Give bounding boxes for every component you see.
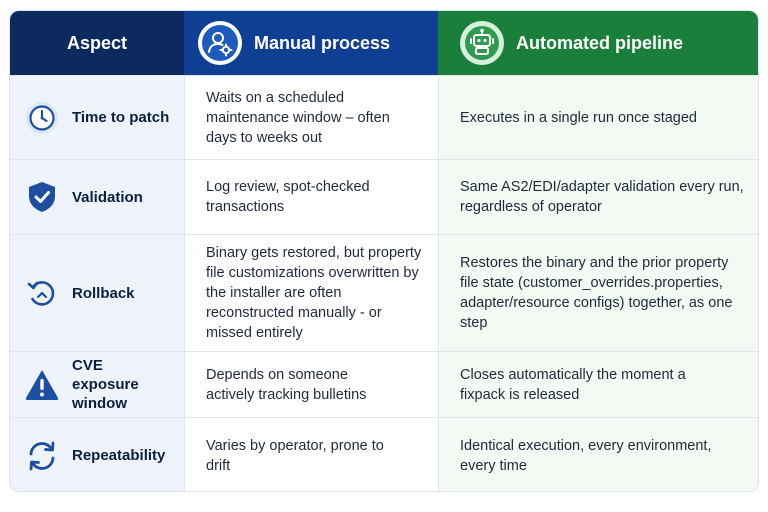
table-row: Time to patch Waits on a scheduled maint… (10, 75, 758, 159)
automated-cell: Closes automatically the moment a fixpac… (438, 352, 758, 417)
manual-text: Varies by operator, prone to drift (206, 437, 384, 474)
divider (184, 75, 185, 491)
aspect-label: CVE exposure window (72, 357, 139, 412)
aspect-label: Validation (72, 188, 143, 206)
manual-cell: Waits on a scheduled maintenance window … (184, 76, 438, 159)
manual-text: Binary gets restored, but property file … (206, 245, 422, 341)
table-row: Validation Log review, spot-checked tran… (10, 159, 758, 234)
aspect-cell: CVE exposure window (10, 352, 184, 417)
shield-check-icon (24, 179, 60, 215)
manual-column-bg (184, 75, 438, 491)
automated-text: Executes in a single run once staged (460, 109, 697, 126)
aspect-label: Repeatability (72, 447, 166, 464)
aspect-label: Rollback (72, 284, 135, 302)
automated-cell: Restores the binary and the prior proper… (438, 235, 758, 351)
manual-text: Log review, spot-checked transactions (206, 179, 370, 215)
aspect-label: Time to patch (72, 109, 170, 126)
comparison-table: Aspect Manual process (9, 10, 759, 492)
manual-cell: Varies by operator, prone to drift (184, 418, 438, 491)
manual-cell: Binary gets restored, but property file … (184, 235, 438, 351)
table-row: Rollback Binary gets restored, but prope… (10, 234, 758, 351)
rollback-icon (24, 275, 60, 311)
manual-cell: Depends on someone actively tracking bul… (184, 352, 438, 417)
warning-icon (24, 367, 60, 403)
automated-cell: Same AS2/EDI/adapter validation every ru… (438, 160, 758, 234)
user-gear-icon (198, 21, 242, 65)
automated-text: Closes automatically the moment a fixpac… (460, 366, 686, 403)
aspect-cell: Rollback (10, 235, 184, 351)
header-automated-label: Automated pipeline (516, 32, 684, 53)
header-manual-label: Manual process (254, 32, 391, 53)
automated-cell: Identical execution, every environment, … (438, 418, 758, 491)
header-aspect: Aspect (10, 11, 184, 75)
aspect-cell: Time to patch (10, 76, 184, 159)
table-row: Repeatability Varies by operator, prone … (10, 417, 758, 491)
manual-text: Depends on someone actively tracking bul… (206, 366, 367, 403)
robot-icon (460, 21, 504, 65)
aspect-cell: Validation (10, 160, 184, 234)
table-row: CVE exposure window Depends on someone a… (10, 351, 758, 417)
header-automated: Automated pipeline (438, 11, 758, 75)
header-manual: Manual process (184, 11, 438, 75)
clock-icon (24, 100, 60, 136)
aspect-cell: Repeatability (10, 418, 184, 491)
automated-text: Identical execution, every environment, … (460, 437, 712, 474)
header-aspect-label: Aspect (66, 32, 128, 53)
automated-cell: Executes in a single run once staged (438, 76, 758, 159)
manual-text: Waits on a scheduled maintenance window … (206, 89, 390, 146)
automated-text: Same AS2/EDI/adapter validation every ru… (460, 179, 744, 215)
automated-column-bg (438, 75, 758, 491)
repeat-icon (24, 438, 60, 474)
automated-text: Restores the binary and the prior proper… (460, 255, 733, 331)
divider (438, 75, 439, 491)
manual-cell: Log review, spot-checked transactions (184, 160, 438, 234)
